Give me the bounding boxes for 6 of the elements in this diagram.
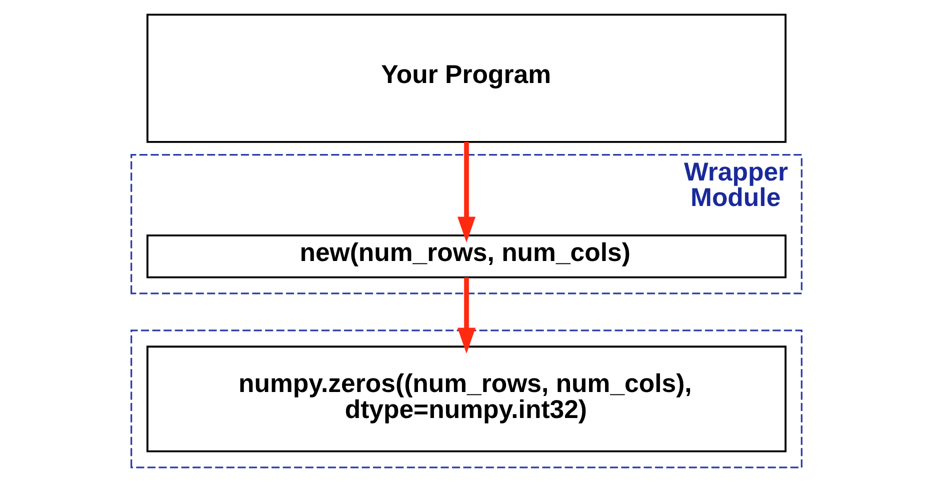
arrow: [456, 277, 476, 354]
node-box: numpy.zeros((num_rows, num_cols), dtype=numpy.int32): [146, 346, 786, 452]
arrow: [456, 142, 476, 243]
node-box: Your Program: [146, 14, 786, 143]
cluster: [130, 330, 802, 468]
node-box: new(num_rows, num_cols): [146, 234, 786, 278]
